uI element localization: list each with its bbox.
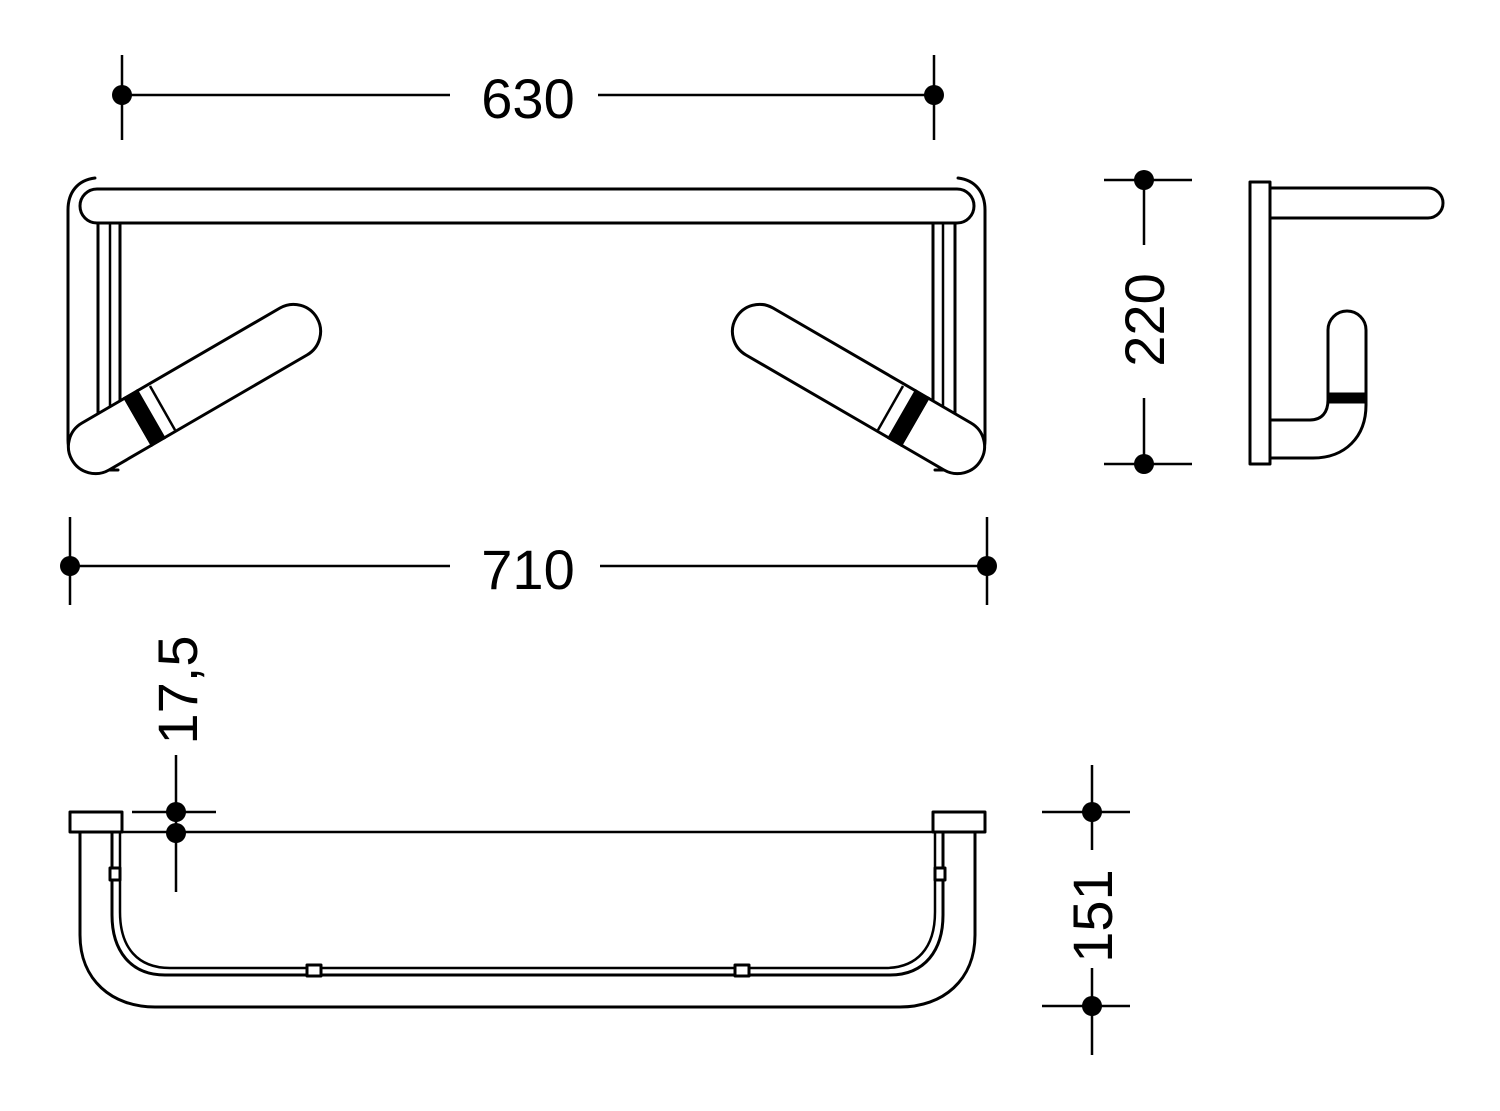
dimension-630-label: 630	[481, 67, 574, 130]
u-rail-center	[118, 832, 937, 970]
wall-plate	[1248, 180, 1272, 466]
joint-marker-4	[733, 963, 751, 978]
dimension-710-label: 710	[481, 538, 574, 601]
dimension-wall-offset: 17,5	[132, 636, 216, 892]
side-arm-ring	[1326, 392, 1368, 404]
dimension-220-label: 220	[1113, 273, 1176, 366]
u-rail-inner	[110, 830, 945, 977]
left-roll-holder	[66, 302, 323, 476]
left-flange	[68, 810, 124, 834]
front-view	[66, 176, 987, 476]
right-roll-holder	[730, 302, 987, 476]
dimension-height: 220	[1104, 170, 1192, 474]
side-view	[1248, 180, 1445, 466]
joint-marker-3	[305, 963, 323, 978]
dimension-overall-width: 710	[60, 517, 997, 605]
dimension-top-width: 630	[112, 55, 944, 140]
dimension-depth: 151	[1042, 765, 1130, 1055]
joint-marker-1	[108, 866, 122, 882]
top-view	[68, 810, 987, 1009]
dimension-17-5-label: 17,5	[146, 636, 209, 745]
u-rail-outer	[78, 830, 977, 1009]
top-rail	[78, 187, 976, 225]
right-flange	[931, 810, 987, 834]
side-top-rail	[1268, 186, 1445, 220]
joint-marker-2	[933, 866, 947, 882]
dimension-151-label: 151	[1061, 869, 1124, 962]
side-lower-arm	[1268, 309, 1368, 460]
